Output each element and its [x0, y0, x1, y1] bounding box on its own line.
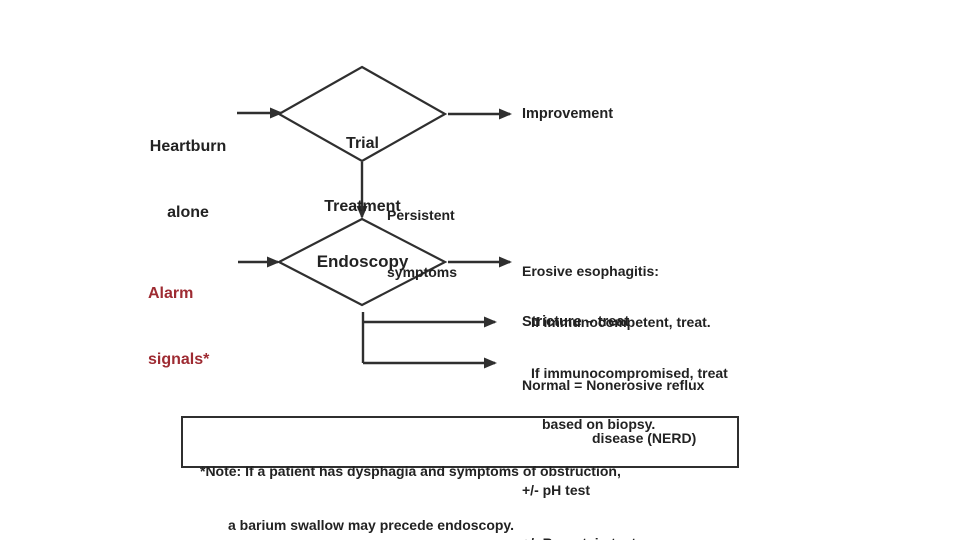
- endoscopy-label: Endoscopy: [316, 252, 409, 271]
- improvement-label: Improvement: [522, 106, 614, 122]
- note-line-1: *Note: If a patient has dysphagia and sy…: [200, 463, 621, 479]
- erosive-line-4: based on biopsy.: [542, 416, 656, 432]
- nerd-line-2: disease (NERD): [592, 429, 697, 446]
- heartburn-alone-label: Heartburn alone: [136, 92, 240, 268]
- heartburn-line-1: Heartburn: [149, 138, 227, 155]
- note-box: [181, 416, 739, 468]
- trial-line-2: Treatment: [324, 198, 401, 215]
- nerd-block: Normal = Nonerosive reflux disease (NERD…: [522, 342, 704, 540]
- trial-treatment-label: Trial Treatment: [280, 91, 445, 259]
- erosive-line-1: Erosive esophagitis:: [522, 263, 659, 279]
- persistent-line-1: Persistent: [387, 207, 455, 223]
- erosive-line-2: If immunocompetent, treat.: [531, 314, 711, 330]
- note-text: *Note: If a patient has dysphagia and sy…: [200, 426, 621, 540]
- stricture-label: Stricture – treat: [522, 314, 630, 330]
- heartburn-line-2: alone: [167, 204, 209, 221]
- trial-line-1: Trial: [346, 135, 379, 152]
- erosive-line-3: If immunocompromised, treat: [531, 365, 728, 381]
- note-line-2: a barium swallow may precede endoscopy.: [228, 517, 515, 533]
- endoscopy-diamond: [276, 217, 448, 307]
- nerd-line-1: Normal = Nonerosive reflux: [522, 377, 705, 393]
- nerd-line-4: +/- Bernstein test: [522, 535, 704, 540]
- alarm-line-1: Alarm: [148, 285, 194, 302]
- persistent-line-2: symptoms: [387, 264, 458, 280]
- trial-treatment-diamond: [276, 65, 448, 163]
- persistent-symptoms-label: Persistent symptoms: [387, 168, 457, 320]
- erosive-esophagitis-block: Erosive esophagitis: If immunocompetent,…: [522, 229, 728, 467]
- alarm-signals-label: Alarm signals*: [148, 239, 209, 415]
- nerd-line-3: +/- pH test: [522, 482, 591, 498]
- alarm-line-2: signals*: [148, 351, 210, 368]
